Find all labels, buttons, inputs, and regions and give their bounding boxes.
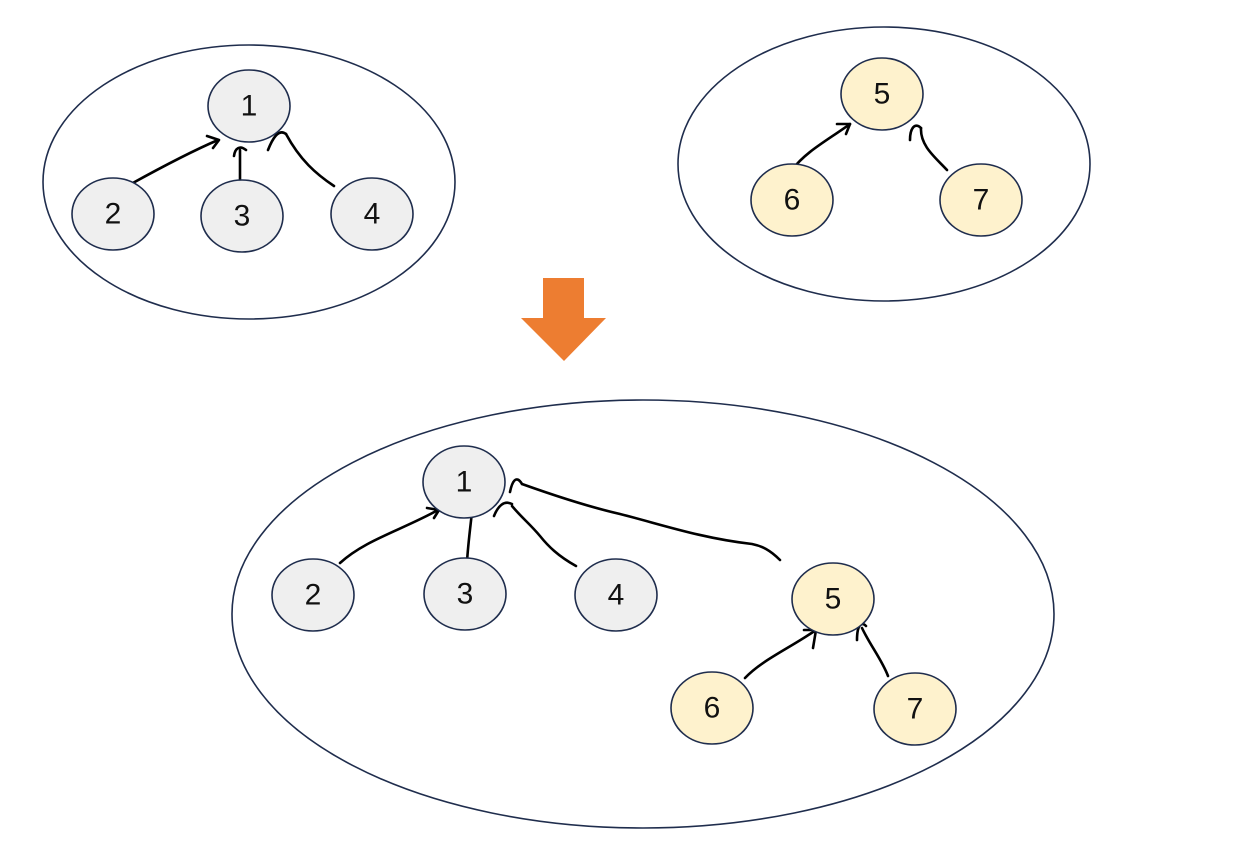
merged-node-5-label: 5 xyxy=(825,583,842,616)
merged-node-2-label: 2 xyxy=(305,579,322,612)
merged-edge-5-to-1 xyxy=(520,482,782,562)
node-1-circle xyxy=(207,69,291,143)
node-5-label: 5 xyxy=(874,78,891,111)
node-4-label: 4 xyxy=(364,198,381,231)
node-4-circle xyxy=(330,177,414,251)
merged-node-3-label: 3 xyxy=(457,578,474,611)
edge-4-to-1 xyxy=(284,132,336,188)
edge-7-to-5-arrowhead xyxy=(908,124,923,142)
merged-node-3: 3 xyxy=(423,557,507,631)
merged-node-1: 1 xyxy=(422,445,506,519)
merged-node-6-label: 6 xyxy=(704,692,721,725)
merged-edge-6-to-5 xyxy=(743,628,818,680)
merged-node-7-circle xyxy=(873,672,957,746)
merged-node-5: 5 xyxy=(791,562,875,636)
node-6-circle xyxy=(750,163,834,237)
top-right-set: 5 6 7 xyxy=(677,26,1091,302)
merged-node-7: 7 xyxy=(873,672,957,746)
merged-node-4: 4 xyxy=(574,558,658,632)
merged-node-6-circle xyxy=(670,671,754,745)
node-2-label: 2 xyxy=(105,198,122,231)
node-1: 1 xyxy=(207,69,291,143)
merged-node-3-circle xyxy=(423,557,507,631)
merged-edge-4-to-1 xyxy=(510,504,578,568)
merged-node-7-label: 7 xyxy=(907,693,924,726)
node-7-circle xyxy=(939,163,1023,237)
merged-node-2: 2 xyxy=(271,558,355,632)
merged-set: 1 2 3 4 5 6 7 xyxy=(231,399,1055,829)
edge-4-to-1-arrowhead xyxy=(266,131,288,152)
node-6: 6 xyxy=(750,163,834,237)
node-4: 4 xyxy=(330,177,414,251)
edge-2-to-1 xyxy=(129,138,220,186)
node-2: 2 xyxy=(71,177,155,251)
merged-edge-4-to-1-arrowhead xyxy=(492,501,514,518)
merged-node-6: 6 xyxy=(670,671,754,745)
top-left-set: 1 2 3 4 xyxy=(42,44,456,320)
merged-edge-5-to-1-arrowhead xyxy=(508,478,524,494)
edge-2-to-1-arrowhead xyxy=(205,134,221,150)
node-5-circle xyxy=(840,57,924,131)
node-3: 3 xyxy=(200,179,284,253)
node-5: 5 xyxy=(840,57,924,131)
merged-node-2-circle xyxy=(271,558,355,632)
node-7-label: 7 xyxy=(973,184,990,217)
node-6-label: 6 xyxy=(784,184,801,217)
merged-node-1-circle xyxy=(422,445,506,519)
down-arrow-icon xyxy=(521,278,606,361)
node-1-label: 1 xyxy=(241,90,258,123)
merged-edge-7-to-5 xyxy=(860,626,890,678)
edge-6-to-5-arrowhead xyxy=(835,122,852,136)
node-7: 7 xyxy=(939,163,1023,237)
node-3-circle xyxy=(200,179,284,253)
edge-7-to-5 xyxy=(919,126,949,172)
merged-node-4-circle xyxy=(574,558,658,632)
merged-node-1-label: 1 xyxy=(456,466,473,499)
node-3-label: 3 xyxy=(234,200,251,233)
node-2-circle xyxy=(71,177,155,251)
merged-node-5-circle xyxy=(791,562,875,636)
merged-node-4-label: 4 xyxy=(608,579,625,612)
edge-3-to-1-arrowhead xyxy=(232,146,248,158)
merged-edge-2-to-1 xyxy=(338,508,440,565)
